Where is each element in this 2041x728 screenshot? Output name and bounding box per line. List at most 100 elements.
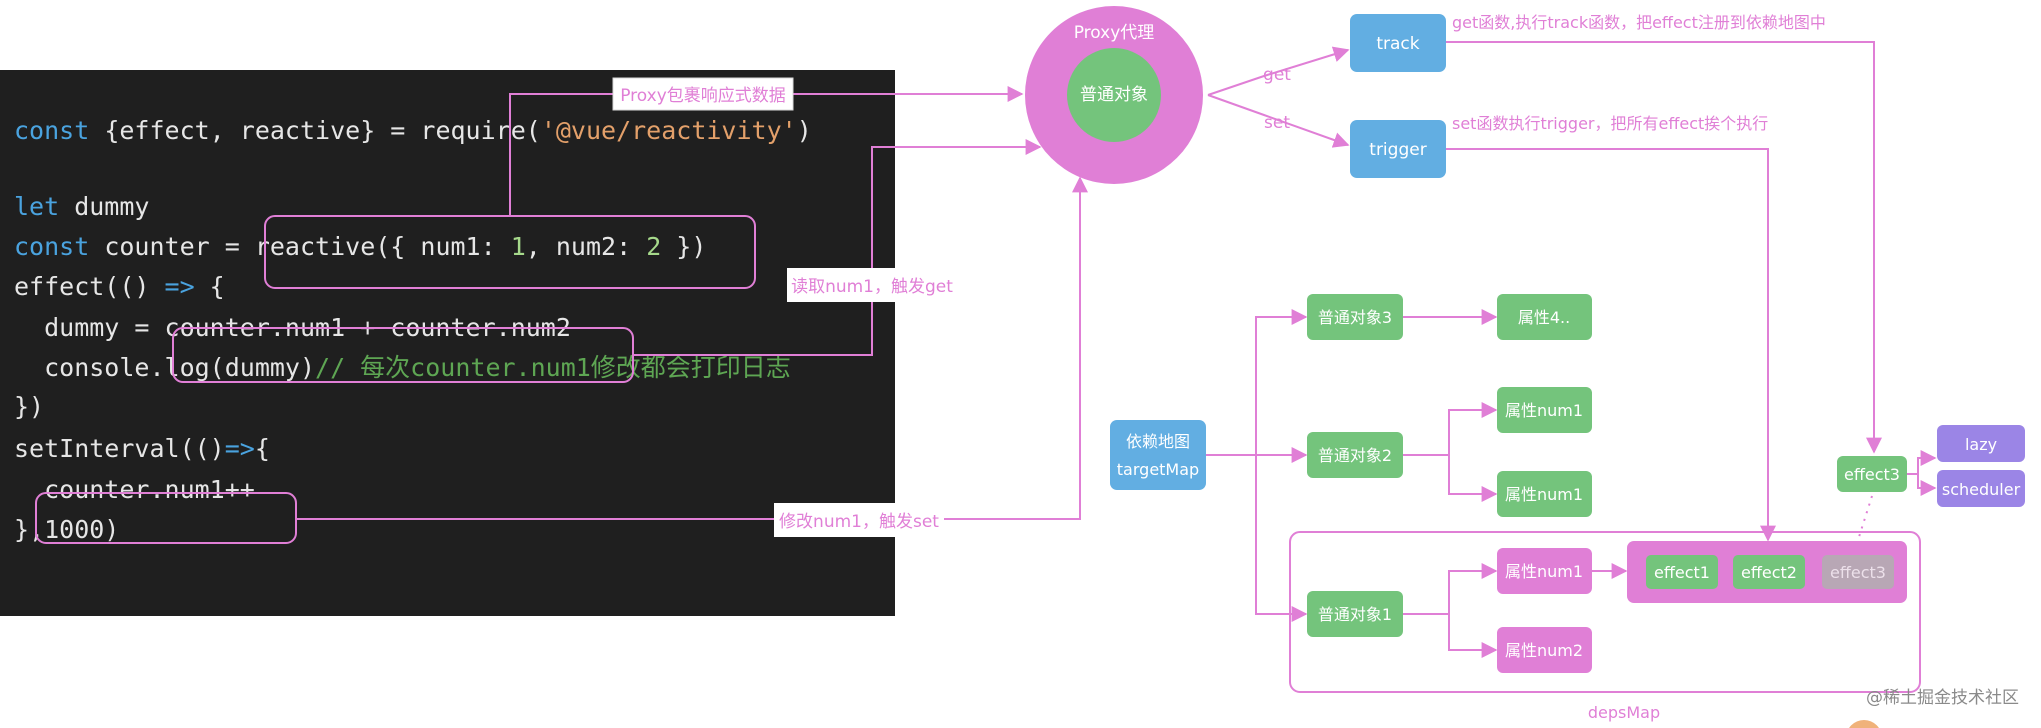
arrow-to-obj3 <box>1255 309 1308 455</box>
trigger-description: set函数执行trigger，把所有effect挨个执行 <box>1452 114 1768 133</box>
object3-label: 普通对象3 <box>1318 308 1392 327</box>
prop-num1-b-label: 属性num1 <box>1505 485 1583 504</box>
code-keyword: const <box>14 116 90 145</box>
arrow-read-num1 <box>633 139 1042 356</box>
code-text: ) <box>796 116 812 145</box>
arrow-obj1-propnum1 <box>1403 563 1498 615</box>
set-label: set <box>1264 113 1290 133</box>
arrow-modify-num1 <box>296 176 1088 520</box>
prop-num1-a-node: 属性num1 <box>1497 387 1592 433</box>
code-text: dummy <box>59 192 150 221</box>
corner-logo-icon <box>1849 720 1879 728</box>
lazy-label: lazy <box>1965 435 1997 454</box>
code-operator: => <box>224 434 255 463</box>
proxy-inner-object: 普通对象 <box>1080 85 1148 105</box>
get-label: get <box>1263 65 1291 85</box>
code-text: setInterval(() <box>14 434 225 463</box>
effect3-faded-node <box>1822 555 1894 589</box>
prop-num1-b-node: 属性num1 <box>1497 471 1592 517</box>
callout-modify-num1: 修改num1，触发set <box>774 503 944 537</box>
track-node: track <box>1350 14 1446 72</box>
object2-label: 普通对象2 <box>1318 446 1392 465</box>
arrow-obj1-propnum2 <box>1448 614 1498 658</box>
object1-label: 普通对象1 <box>1318 605 1392 624</box>
code-line-8: setInterval(()=>{ <box>14 434 270 464</box>
effect2-node <box>1733 555 1805 589</box>
prop-num1-c-node: 属性num1 <box>1497 548 1592 594</box>
arrow-effect3-lazy <box>1907 450 1937 475</box>
arrow-trigger-to-effects <box>1446 148 1776 542</box>
track-description: get函数,执行track函数，把effect注册到依赖地图中 <box>1452 13 1826 32</box>
effects-set-node: effect1 effect2 effect3 <box>1627 541 1907 603</box>
code-number: 2 <box>646 232 662 261</box>
dotted-effect3-link <box>1857 495 1873 541</box>
effect2-label: effect2 <box>1741 563 1797 582</box>
code-line-9: counter.num1++ <box>14 475 255 505</box>
code-comment: // 每次counter.num1修改都会打印日志 <box>315 353 791 382</box>
arrow-set <box>1207 94 1350 148</box>
code-number: 1 <box>510 232 526 261</box>
prop-num1-a-label: 属性num1 <box>1505 401 1583 420</box>
watermark: @稀土掘金技术社区 <box>1866 688 2019 708</box>
object3-node: 普通对象3 <box>1307 294 1403 340</box>
code-keyword: let <box>14 192 60 221</box>
arrow-obj2-propnum1-b <box>1448 455 1498 502</box>
code-operator: => <box>164 272 195 301</box>
trigger-node: trigger <box>1350 120 1446 178</box>
trigger-label: trigger <box>1369 140 1426 160</box>
code-line-3: const counter = reactive({ num1: 1, num2… <box>14 232 706 262</box>
effect1-node <box>1646 555 1718 589</box>
prop-num2-node: 属性num2 <box>1497 627 1592 673</box>
code-line-7: }) <box>14 392 44 422</box>
code-line-10: },1000) <box>14 515 119 545</box>
code-line-2: let dummy <box>14 192 149 222</box>
code-text: }) <box>14 392 45 421</box>
scheduler-node: scheduler <box>1937 470 2025 507</box>
code-panel: const {effect, reactive} = require('@vue… <box>0 70 895 616</box>
object2-node: 普通对象2 <box>1307 432 1403 478</box>
code-line-6: console.log(dummy)// 每次counter.num1修改都会打… <box>14 353 791 383</box>
effect3-faded-label: effect3 <box>1830 563 1886 582</box>
proxy-node: Proxy代理 普通对象 <box>1025 6 1203 184</box>
code-text: counter = reactive({ num1: <box>89 232 511 261</box>
code-keyword: const <box>14 232 90 261</box>
code-line-1: const {effect, reactive} = require('@vue… <box>14 116 812 146</box>
code-text: counter.num1++ <box>14 475 255 504</box>
code-text: { <box>194 272 225 301</box>
scheduler-label: scheduler <box>1942 480 2021 499</box>
object1-node: 普通对象1 <box>1307 591 1403 637</box>
highlight-counter-increment <box>35 492 297 544</box>
code-text: },1000) <box>14 515 120 544</box>
code-string: '@vue/reactivity' <box>540 116 797 145</box>
code-text: , num2: <box>525 232 647 261</box>
code-text: { <box>254 434 270 463</box>
prop4-node: 属性4.. <box>1497 294 1592 340</box>
arrow-get <box>1207 46 1350 96</box>
depsmap-label: depsMap <box>1588 703 1660 722</box>
code-text: }) <box>661 232 707 261</box>
arrow-to-obj1 <box>1255 455 1308 622</box>
callout-proxy-wrap-text: Proxy包裹响应式数据 <box>620 86 786 106</box>
code-text: effect(() <box>14 272 165 301</box>
arrow-proxy-wrap <box>509 86 1024 216</box>
callout-read-num1-text: 读取num1，触发get <box>791 277 953 297</box>
targetmap-subtitle: targetMap <box>1117 460 1199 479</box>
targetmap-title: 依赖地图 <box>1126 432 1190 451</box>
targetmap-node: 依赖地图 targetMap <box>1110 420 1206 490</box>
highlight-counter-sum <box>172 327 634 383</box>
callout-read-num1: 读取num1，触发get <box>787 268 957 302</box>
code-text: console.log(dummy) <box>14 353 316 382</box>
code-text: {effect, reactive} = require( <box>89 116 541 145</box>
prop4-label: 属性4.. <box>1518 308 1570 327</box>
prop-num1-c-label: 属性num1 <box>1505 562 1583 581</box>
callout-proxy-wrap: Proxy包裹响应式数据 <box>612 77 794 111</box>
effect1-label: effect1 <box>1654 563 1710 582</box>
effect3-node: effect3 <box>1837 456 1907 492</box>
callout-modify-num1-text: 修改num1，触发set <box>779 512 939 532</box>
arrow-obj2-propnum1-a <box>1403 402 1498 456</box>
arrow-effect3-scheduler <box>1917 474 1937 496</box>
lazy-node: lazy <box>1937 425 2025 462</box>
prop-num2-label: 属性num2 <box>1505 641 1583 660</box>
arrow-track-to-effect3 <box>1446 41 1882 454</box>
code-line-4: effect(() => { <box>14 272 225 302</box>
